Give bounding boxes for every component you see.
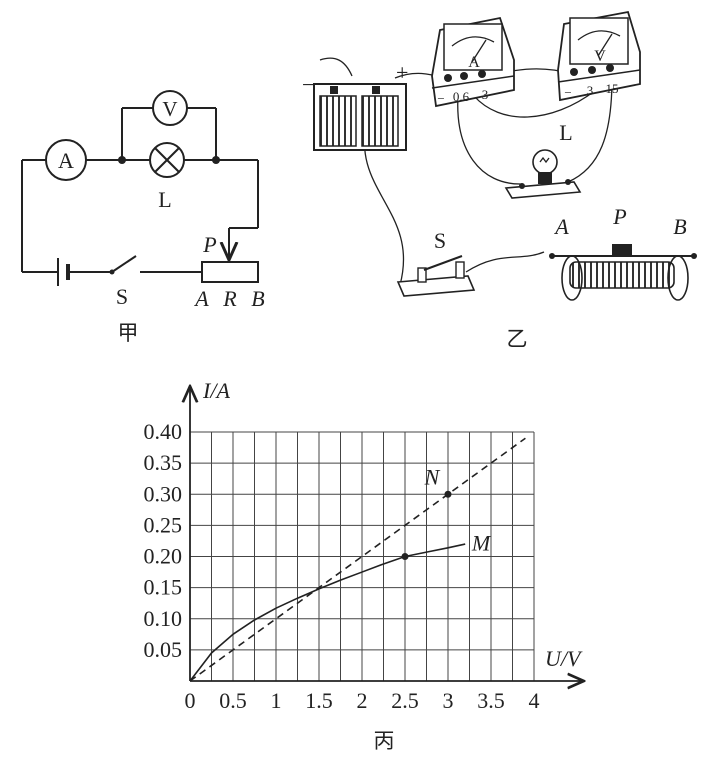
y-axis-label: I/A <box>202 378 230 403</box>
ammeter-terminal-minus: − <box>437 91 444 106</box>
series-line-m <box>189 543 466 682</box>
voltmeter-terminal-minus: − <box>564 85 571 100</box>
x-tick-label: 2 <box>357 688 368 713</box>
battery-symbol <box>57 258 70 286</box>
slider-label-p: P <box>202 232 216 257</box>
point-label-m: M <box>471 531 492 556</box>
x-tick-label: 4 <box>529 688 540 713</box>
rheostat-end-b-label: B <box>251 286 264 311</box>
voltmeter-terminal-15: 15 <box>606 81 619 96</box>
data-point-n <box>444 490 452 498</box>
voltmeter-face-letter: V <box>594 48 606 65</box>
x-tick-label: 0 <box>185 688 196 713</box>
y-tick-labels: 0.05 0.10 0.15 0.20 0.25 0.30 0.35 0.40 <box>144 419 183 662</box>
x-tick-label: 2.5 <box>391 688 419 713</box>
x-axis-label: U/V <box>545 646 583 671</box>
lamp-symbol <box>149 142 185 178</box>
battery-negative-label: − <box>302 72 314 97</box>
voltmeter-terminal-3: 3 <box>587 83 594 98</box>
x-tick-label: 1 <box>271 688 282 713</box>
caption-yi: 乙 <box>507 327 528 351</box>
switch-symbol <box>109 255 137 275</box>
y-tick-label: 0.20 <box>144 544 183 569</box>
graph-grid <box>190 431 535 681</box>
x-tick-labels: 0 0.5 1 1.5 2 2.5 3 3.5 4 <box>185 688 540 713</box>
lamp-device <box>504 149 582 199</box>
y-tick-label: 0.15 <box>144 575 183 600</box>
y-tick-label: 0.35 <box>144 450 183 475</box>
rheostat-r-label: R <box>222 286 237 311</box>
y-tick-label: 0.30 <box>144 481 183 506</box>
y-tick-label: 0.05 <box>144 637 183 662</box>
voltmeter-symbol: V <box>152 90 188 126</box>
battery-positive-label: + <box>396 60 408 85</box>
lamp-label: L <box>158 187 171 212</box>
lamp-device-label: L <box>559 120 572 145</box>
data-point-m <box>401 553 409 560</box>
circuit-jia-wires <box>21 107 259 273</box>
ammeter-label: A <box>58 148 74 173</box>
caption-bing: 丙 <box>374 729 395 753</box>
rheostat-end-a-label: A <box>193 286 209 311</box>
ammeter-device <box>431 16 515 108</box>
voltmeter-label: V <box>162 97 177 121</box>
rheostat-device-end-a: A <box>553 214 569 239</box>
voltmeter-device <box>557 10 641 102</box>
circuit-diagram-jia: A V L S P A R B 甲 <box>21 90 265 345</box>
y-tick-label: 0.10 <box>144 606 183 631</box>
ammeter-terminal-0-6: 0.6 <box>453 89 470 104</box>
y-tick-label: 0.25 <box>144 512 183 537</box>
graph-series <box>189 437 526 682</box>
junction-node-right <box>212 156 220 164</box>
graph-points: MN <box>401 464 492 560</box>
rheostat-symbol <box>201 261 259 283</box>
junction-node-left <box>118 156 126 164</box>
switch-label: S <box>116 284 128 309</box>
x-tick-label: 0.5 <box>219 688 247 713</box>
ammeter-face-letter: A <box>468 54 480 71</box>
knife-switch-label: S <box>434 228 446 253</box>
x-tick-label: 3 <box>443 688 454 713</box>
ammeter-terminal-3: 3 <box>482 87 489 102</box>
series-line-n <box>189 437 526 682</box>
x-tick-label: 3.5 <box>477 688 505 713</box>
battery-box <box>313 83 407 151</box>
knife-switch-device <box>396 255 476 297</box>
ammeter-symbol: A <box>45 139 87 181</box>
rheostat-device-end-b: B <box>673 214 686 239</box>
slide-rheostat-device <box>549 244 697 301</box>
x-tick-label: 1.5 <box>305 688 333 713</box>
point-label-n: N <box>424 464 441 489</box>
y-tick-label: 0.40 <box>144 419 183 444</box>
caption-jia: 甲 <box>118 321 139 345</box>
circuit-diagram-yi: − + A − 0.6 3 V − 3 <box>302 10 697 351</box>
rheostat-device-slider-p: P <box>612 204 626 229</box>
